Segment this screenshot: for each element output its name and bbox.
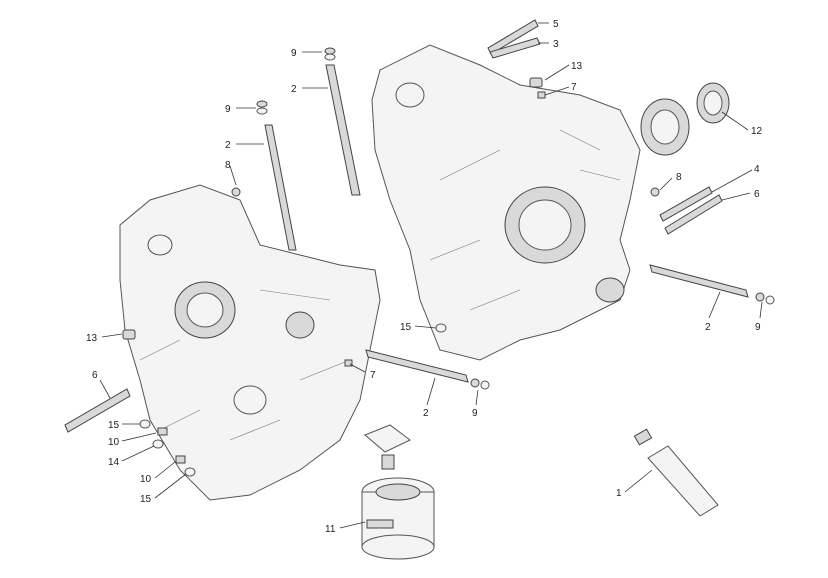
washer-15-left — [139, 419, 151, 429]
callout-13-left: 13 — [86, 333, 98, 344]
washer-14 — [152, 439, 164, 449]
nut-washer-9-right — [755, 292, 775, 305]
washer-15-bottom — [184, 467, 196, 477]
plug-10-a — [157, 427, 168, 436]
callout-5: 5 — [553, 19, 559, 30]
callout-2-top: 2 — [291, 84, 297, 95]
callout-11: 11 — [325, 524, 336, 535]
callout-15-left: 15 — [108, 420, 120, 431]
callout-labels: 5 3 13 7 9 2 9 2 8 12 4 6 8 2 9 15 13 7 … — [86, 19, 763, 535]
callout-8-left: 8 — [225, 160, 231, 171]
stud-bolt-upper-center — [325, 64, 361, 196]
callout-7-upper: 7 — [571, 82, 577, 93]
callout-2-upper-left: 2 — [225, 140, 231, 151]
callout-9-lower: 9 — [472, 408, 478, 419]
dowel-13-upper — [529, 77, 543, 88]
callout-6-left: 6 — [92, 370, 98, 381]
washer-15-center — [435, 323, 447, 333]
callout-2-lower: 2 — [423, 408, 429, 419]
callout-12: 12 — [751, 126, 763, 137]
plug-7-upper — [537, 91, 546, 99]
nut-washer-9-top — [324, 47, 336, 61]
leader-lines — [99, 22, 763, 529]
stud-bolt-right — [649, 264, 749, 298]
callout-9-top: 9 — [291, 48, 297, 59]
filter-screen — [364, 424, 411, 453]
callout-7-lower: 7 — [370, 370, 376, 381]
plug-10-b — [175, 455, 186, 464]
right-crankcase-half — [371, 44, 641, 361]
pin-8-right — [650, 187, 660, 197]
bolt-4 — [659, 186, 713, 222]
nut-washer-9-lower — [470, 378, 490, 390]
callout-10-lower: 10 — [140, 474, 152, 485]
callout-1: 1 — [616, 488, 622, 499]
callout-13-upper: 13 — [571, 61, 583, 72]
callout-2-right: 2 — [705, 322, 711, 333]
pin-8-left — [231, 187, 241, 197]
callout-15-center: 15 — [400, 322, 412, 333]
bolt-6-right — [664, 194, 723, 235]
nut-washer-9-upper-left — [256, 100, 268, 115]
sealant-tube — [633, 428, 719, 517]
bolt-6-left — [64, 388, 131, 433]
callout-15-bottom: 15 — [140, 494, 152, 505]
callout-9-upper-left: 9 — [225, 104, 231, 115]
plug-7-lower — [344, 359, 353, 367]
callout-8-right: 8 — [676, 172, 682, 183]
callout-14: 14 — [108, 457, 120, 468]
callout-4: 4 — [754, 164, 760, 175]
filter-nipple — [381, 454, 395, 470]
callout-9-right: 9 — [755, 322, 761, 333]
bolt-3 — [489, 37, 541, 59]
bearing-ring-12 — [696, 82, 730, 124]
dowel-13-left — [122, 329, 136, 340]
left-crankcase-half — [119, 184, 381, 501]
oil-filter — [361, 477, 435, 560]
callout-3: 3 — [553, 39, 559, 50]
callout-6-right: 6 — [754, 189, 760, 200]
stud-bolt-lower-center — [365, 349, 469, 383]
main-bearing — [640, 98, 690, 156]
stud-bolt-upper-left — [264, 124, 297, 251]
callout-10-upper: 10 — [108, 437, 120, 448]
